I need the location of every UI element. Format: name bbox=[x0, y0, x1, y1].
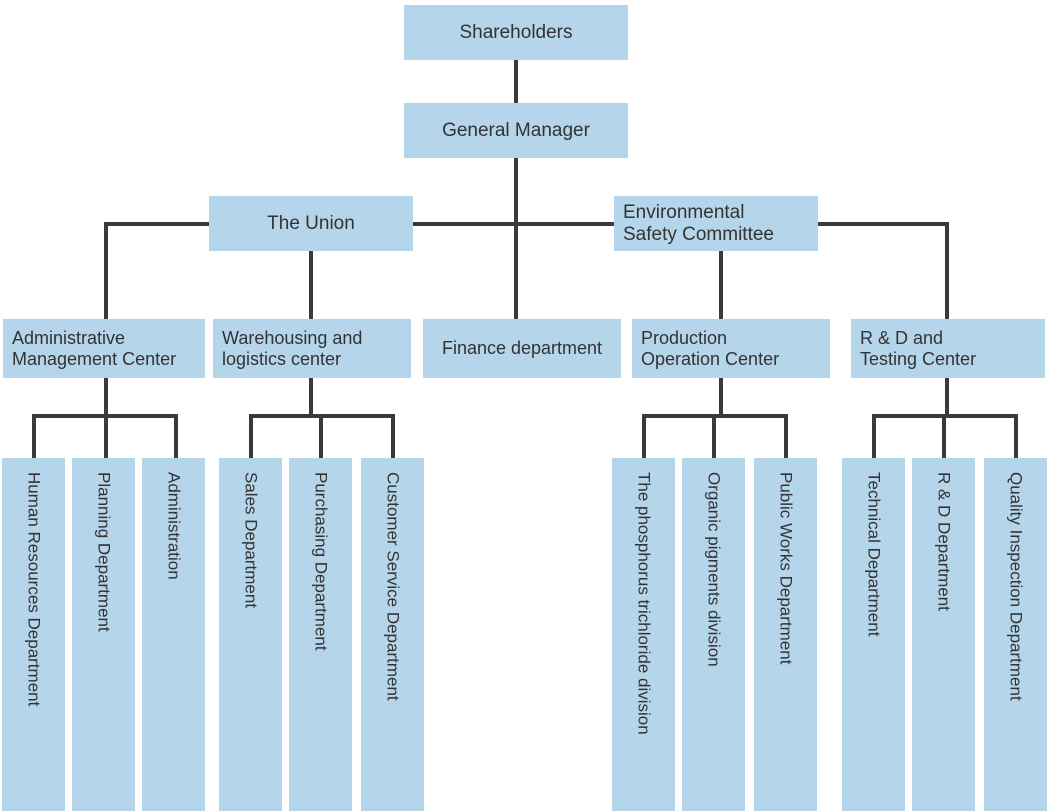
node-customer-service-department[interactable]: Customer Service Department bbox=[361, 458, 424, 811]
node-the-phosphorus-trichloride-division[interactable]: The phosphorus trichloride division bbox=[612, 458, 675, 811]
node-label: R & D Department bbox=[934, 472, 954, 611]
node-label: Technical Department bbox=[864, 472, 884, 637]
node-label: Finance department bbox=[441, 338, 603, 359]
node-label: Customer Service Department bbox=[383, 472, 403, 701]
connector-shareholders-to-general-manager bbox=[514, 60, 518, 103]
node-r-and-d-department[interactable]: R & D Department bbox=[912, 458, 975, 811]
node-label: Purchasing Department bbox=[311, 472, 331, 651]
node-purchasing-department[interactable]: Purchasing Department bbox=[289, 458, 352, 811]
connector-admin-child-1 bbox=[32, 414, 36, 460]
node-r-and-d-and-testing-center[interactable]: R & D and Testing Center bbox=[851, 319, 1045, 378]
node-label: Public Works Department bbox=[776, 472, 796, 665]
node-shareholders[interactable]: Shareholders bbox=[404, 5, 628, 60]
node-label: Administrative Management Center bbox=[12, 327, 177, 369]
connector-admin-center-drop bbox=[104, 222, 108, 319]
connector-level2-bus-center bbox=[413, 222, 614, 226]
node-human-resources-department[interactable]: Human Resources Department bbox=[2, 458, 65, 811]
node-planning-department[interactable]: Planning Department bbox=[72, 458, 135, 811]
connector-warehousing-child-1 bbox=[249, 414, 253, 460]
node-label: Warehousing and logistics center bbox=[222, 327, 363, 369]
connector-rd-child-3 bbox=[1014, 414, 1018, 460]
node-label: R & D and Testing Center bbox=[860, 327, 977, 369]
node-label: The phosphorus trichloride division bbox=[634, 472, 654, 735]
connector-warehousing-child-2 bbox=[319, 414, 323, 460]
node-label: The Union bbox=[267, 212, 355, 234]
node-technical-department[interactable]: Technical Department bbox=[842, 458, 905, 811]
connector-warehousing-stem bbox=[309, 378, 313, 416]
node-the-union[interactable]: The Union bbox=[209, 196, 413, 251]
node-label: Sales Department bbox=[241, 472, 261, 609]
connector-rd-child-2 bbox=[942, 414, 946, 460]
connector-level2-bus-left bbox=[104, 222, 209, 226]
node-finance-department[interactable]: Finance department bbox=[423, 319, 621, 378]
connector-production-child-3 bbox=[784, 414, 788, 460]
node-quality-inspection-department[interactable]: Quality Inspection Department bbox=[984, 458, 1047, 811]
node-label: Quality Inspection Department bbox=[1006, 472, 1026, 701]
node-production-operation-center[interactable]: Production Operation Center bbox=[632, 319, 830, 378]
connector-rd-stem bbox=[945, 378, 949, 416]
node-administrative-management-center[interactable]: Administrative Management Center bbox=[3, 319, 205, 378]
node-sales-department[interactable]: Sales Department bbox=[219, 458, 282, 811]
node-label: Planning Department bbox=[94, 472, 114, 632]
connector-production-child-2 bbox=[712, 414, 716, 460]
connector-rd-child-1 bbox=[872, 414, 876, 460]
node-label: Production Operation Center bbox=[641, 327, 780, 369]
node-label: Human Resources Department bbox=[24, 472, 44, 707]
node-label: Shareholders bbox=[459, 21, 573, 43]
connector-level2-bus-right bbox=[818, 222, 949, 226]
connector-production-stem bbox=[719, 378, 723, 416]
node-organic-pigments-division[interactable]: Organic pigments division bbox=[682, 458, 745, 811]
connector-warehousing-child-3 bbox=[391, 414, 395, 460]
connector-general-manager-trunk bbox=[514, 158, 518, 319]
connector-production-child-1 bbox=[642, 414, 646, 460]
node-label: Environmental Safety Committee bbox=[623, 201, 774, 245]
node-label: General Manager bbox=[442, 119, 590, 141]
node-label: Organic pigments division bbox=[704, 472, 724, 667]
connector-union-to-warehousing bbox=[309, 251, 313, 319]
connector-admin-stem bbox=[104, 378, 108, 416]
connector-esc-to-production bbox=[719, 251, 723, 319]
connector-admin-child-2 bbox=[104, 414, 108, 460]
node-environmental-safety-committee[interactable]: Environmental Safety Committee bbox=[614, 196, 818, 251]
node-public-works-department[interactable]: Public Works Department bbox=[754, 458, 817, 811]
node-label: Administration bbox=[164, 472, 184, 580]
connector-rd-testing-drop bbox=[945, 222, 949, 319]
node-warehousing-and-logistics-center[interactable]: Warehousing and logistics center bbox=[213, 319, 411, 378]
node-administration[interactable]: Administration bbox=[142, 458, 205, 811]
connector-admin-child-3 bbox=[174, 414, 178, 460]
node-general-manager[interactable]: General Manager bbox=[404, 103, 628, 158]
